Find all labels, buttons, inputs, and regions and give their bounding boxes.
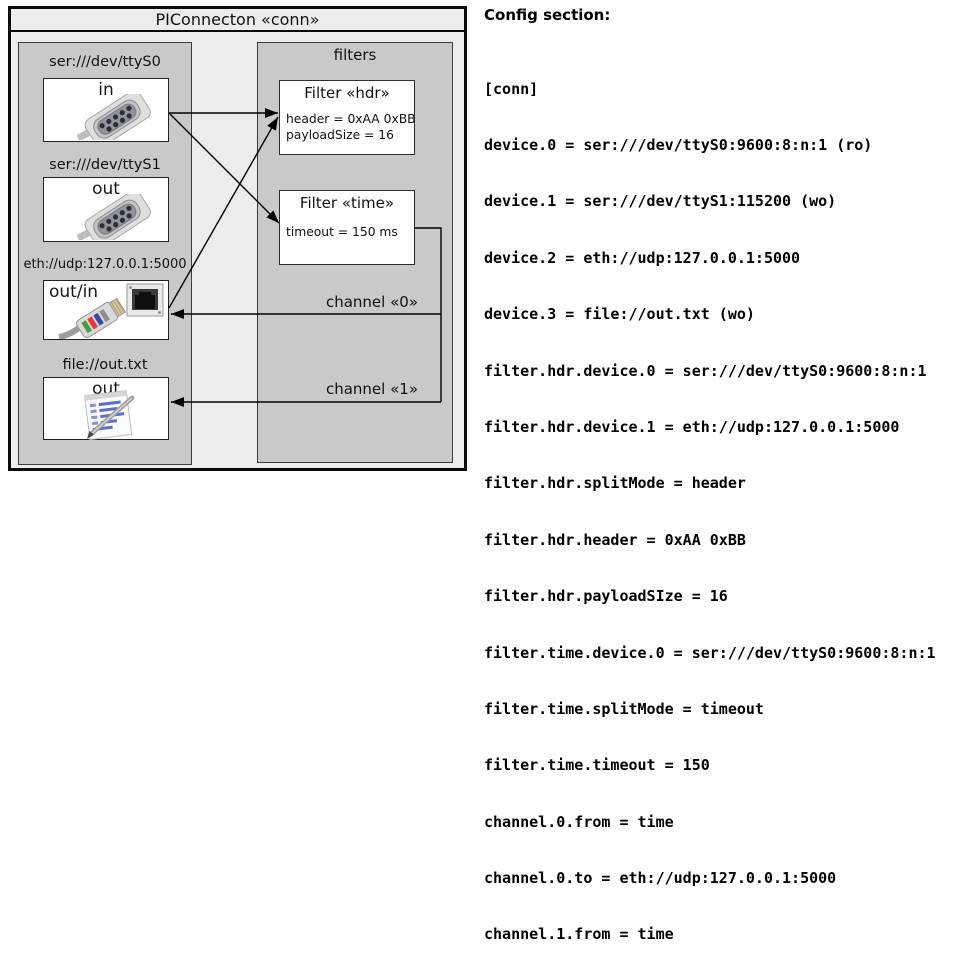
config-line: filter.hdr.header = 0xAA 0xBB [484, 530, 746, 549]
config-line: filter.time.splitMode = timeout [484, 699, 764, 718]
config-line: filter.hdr.device.1 = eth://udp:127.0.0.… [484, 417, 900, 436]
connection-diagram: PIConnecton «conn» filters ser:///dev/tt… [8, 6, 467, 471]
notepad-icon [84, 390, 135, 440]
config-line: channel.0.to = eth://udp:127.0.0.1:5000 [484, 869, 837, 888]
filter-attr: timeout = 150 ms [286, 225, 398, 239]
ethernet-socket-icon [126, 283, 164, 317]
ethernet-connector-icon [58, 297, 126, 339]
config-line: filter.hdr.payloadSIze = 16 [484, 587, 728, 606]
config-line: channel.1.from = time [484, 925, 674, 944]
config-line: device.0 = ser:///dev/ttyS0:9600:8:n:1 (… [484, 135, 873, 154]
device-box-ttys0: in [43, 78, 169, 142]
device-label-file: file://out.txt [62, 357, 148, 373]
device-box-ttys1: out [43, 177, 169, 242]
config-line: device.1 = ser:///dev/ttyS1:115200 (wo) [484, 192, 837, 211]
config-line: filter.hdr.device.0 = ser:///dev/ttyS0:9… [484, 361, 927, 380]
device-box-file: out [43, 377, 169, 440]
filter-time-title: Filter «time» [299, 194, 395, 212]
config-line: device.3 = file://out.txt (wo) [484, 305, 755, 324]
device-label-ttys1: ser:///dev/ttyS1 [49, 157, 161, 173]
serial-connector-icon [76, 94, 151, 140]
filters-panel-label: filters [333, 46, 377, 64]
config-lines: [conn] device.0 = ser:///dev/ttyS0:9600:… [484, 42, 936, 968]
port-label: out/in [49, 282, 99, 302]
device-box-eth: out/in [43, 280, 169, 340]
config-line: [conn] [484, 79, 539, 98]
filter-time-box: Filter «time» timeout = 150 ms [279, 190, 415, 265]
config-line: filter.time.timeout = 150 [484, 756, 710, 775]
config-heading: Config section: [484, 6, 611, 24]
filter-hdr-title: Filter «hdr» [304, 84, 390, 102]
channel-1-label: channel «1» [325, 380, 418, 398]
device-label-eth: eth://udp:127.0.0.1:5000 [23, 257, 187, 272]
port-label: out [92, 179, 120, 199]
filter-attr: payloadSize = 16 [286, 128, 394, 142]
filter-hdr-box: Filter «hdr» header = 0xAA 0xBB payloadS… [279, 80, 416, 155]
filter-hdr-attributes: header = 0xAA 0xBB payloadSize = 16 [286, 111, 416, 143]
config-line: channel.0.from = time [484, 812, 674, 831]
port-label: in [98, 80, 114, 100]
filter-time-attributes: timeout = 150 ms [286, 224, 412, 240]
channel-0-label: channel «0» [325, 293, 418, 311]
diagram-title: PIConnecton «conn» [11, 9, 464, 32]
filter-attr: header = 0xAA 0xBB [286, 112, 416, 126]
config-line: device.2 = eth://udp:127.0.0.1:5000 [484, 248, 801, 267]
serial-connector-icon [76, 194, 151, 240]
device-label-ttys0: ser:///dev/ttyS0 [49, 54, 161, 70]
config-line: filter.time.device.0 = ser:///dev/ttyS0:… [484, 643, 936, 662]
